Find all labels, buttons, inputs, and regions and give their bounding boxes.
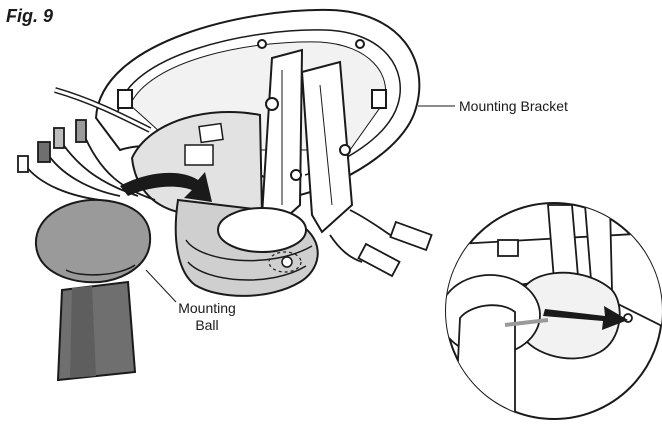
wire-connector <box>390 222 431 250</box>
housing-plate <box>199 124 223 143</box>
leader-line-ball <box>146 270 176 302</box>
mounting-ball-assembly <box>36 200 150 380</box>
bracket-screw <box>356 40 364 48</box>
callout-mounting-ball: Mounting Ball <box>176 300 238 334</box>
callout-mounting-ball-line2: Ball <box>176 317 238 334</box>
bracket-screw <box>258 40 266 48</box>
detail-callout <box>440 203 662 425</box>
hanger-screw <box>291 170 301 180</box>
bracket-tab <box>372 90 386 108</box>
wire-connector <box>54 128 64 148</box>
hanger-screw <box>266 98 278 110</box>
wire-connector <box>38 142 50 162</box>
hanger-screw <box>340 145 350 155</box>
downrod-shade <box>70 286 96 378</box>
wire-connector <box>358 244 399 276</box>
callout-mounting-ball-line1: Mounting <box>176 300 238 317</box>
housing-switch <box>185 145 213 165</box>
hanger-arms <box>262 50 352 232</box>
wire-connector <box>76 120 86 142</box>
socket-screw <box>282 257 292 267</box>
ball-socket <box>218 208 306 252</box>
bracket-tab <box>118 90 132 108</box>
mounting-ball <box>36 200 150 282</box>
wires-right <box>330 210 432 276</box>
downrod <box>58 282 135 380</box>
wire-connector <box>18 156 28 172</box>
callout-mounting-bracket: Mounting Bracket <box>459 98 568 115</box>
